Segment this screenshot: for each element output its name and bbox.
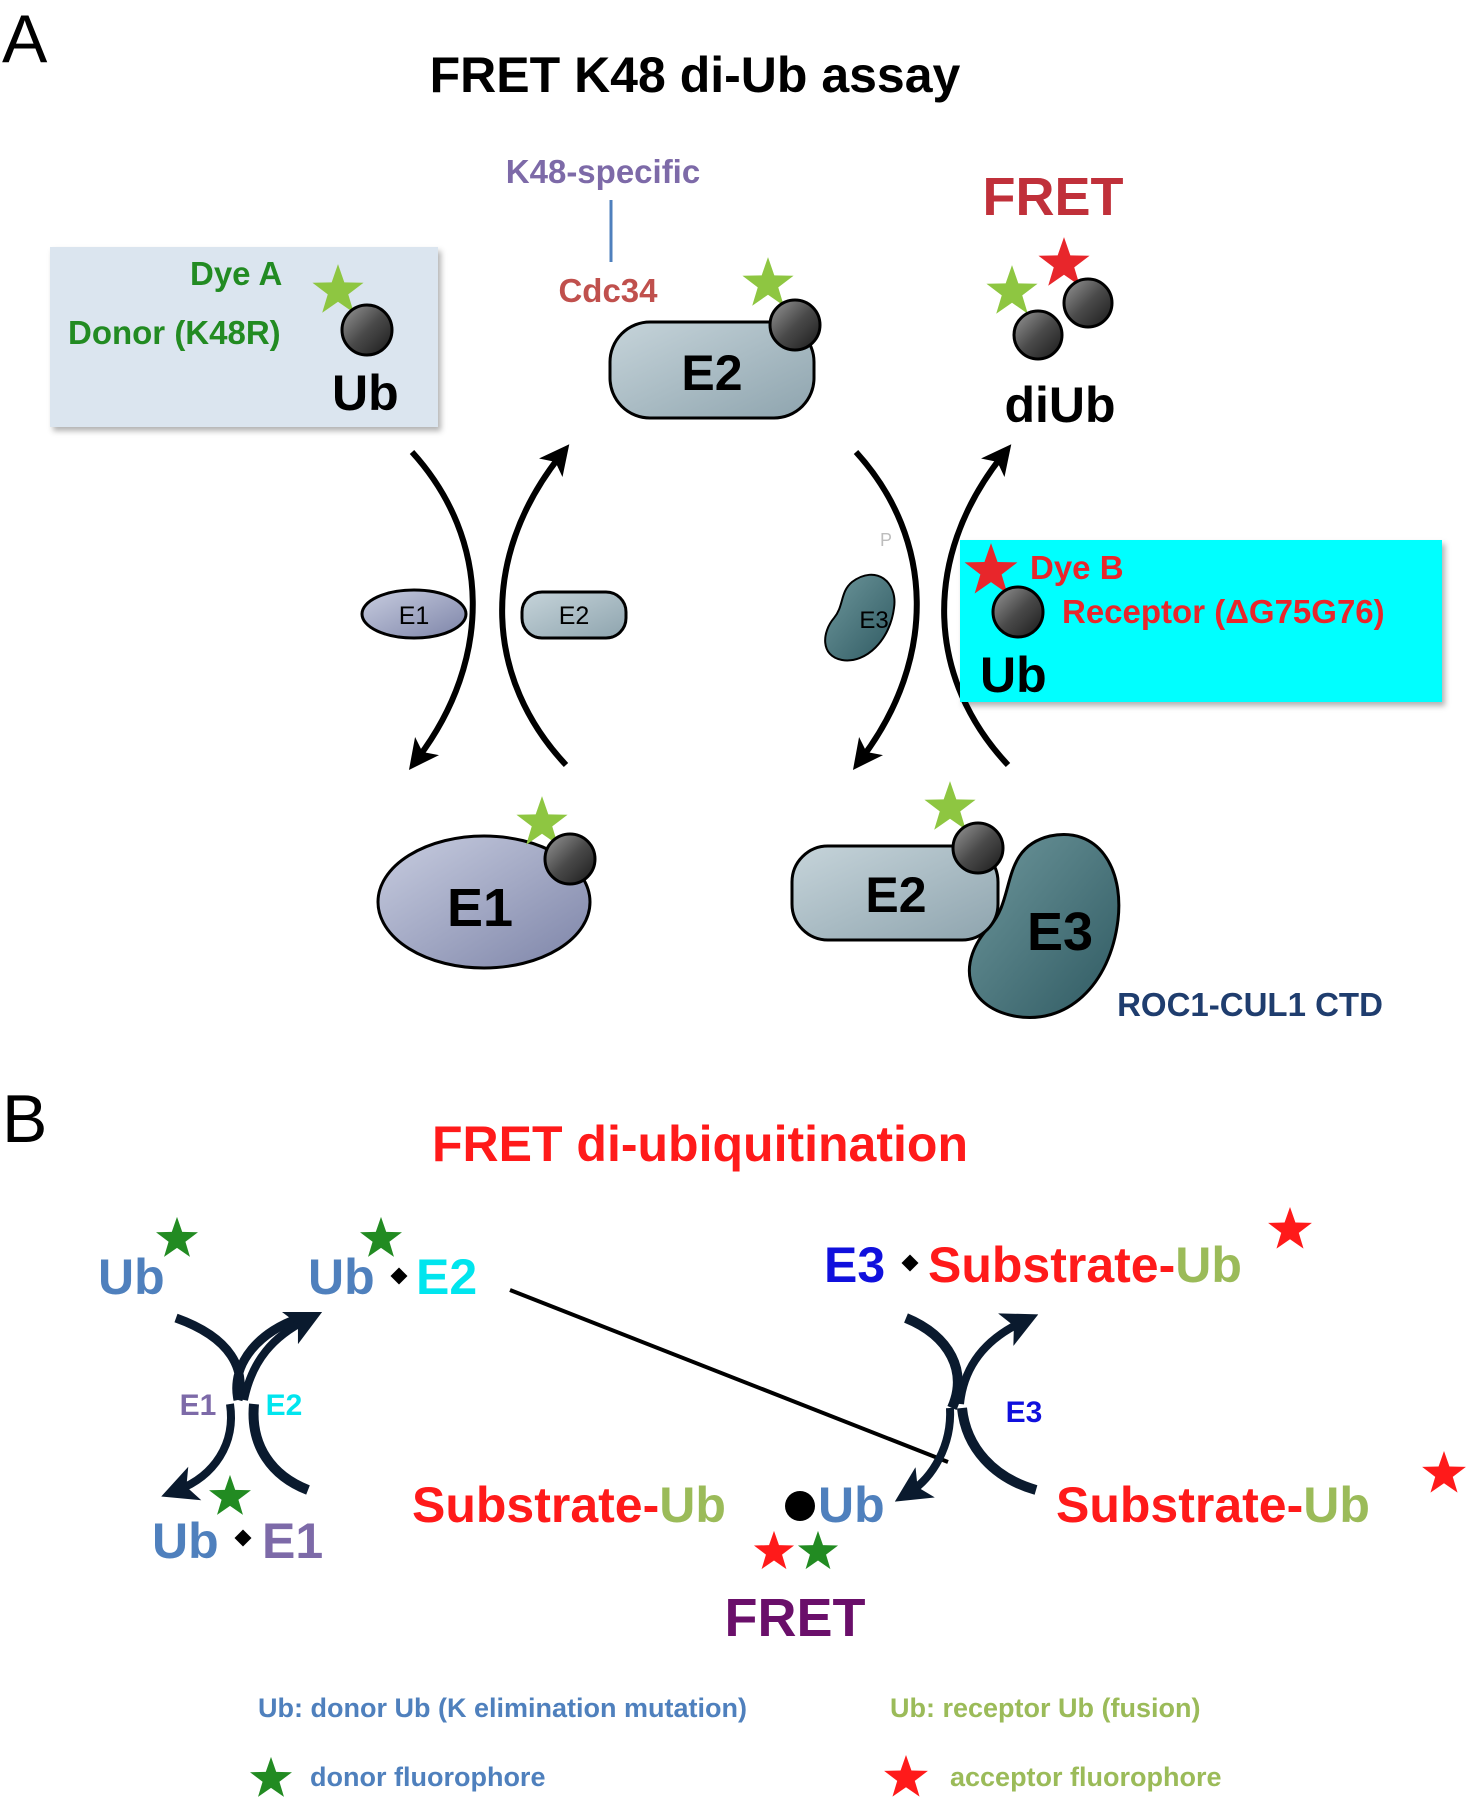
b-arrow-e3-in: [904, 1313, 963, 1411]
product-substrate: Substrate-Ub: [412, 1477, 726, 1533]
diub-donor-star: [986, 265, 1038, 314]
b-e2-label: E2: [266, 1389, 303, 1422]
arrow-e3-ligation: [852, 449, 920, 770]
cdc34-label: Cdc34: [558, 272, 658, 309]
panel-a-letter: A: [2, 1, 48, 77]
product-acceptor-star: [753, 1530, 795, 1570]
receptor-ub-label: Ub: [980, 647, 1047, 703]
diub-label: diUb: [1004, 377, 1115, 433]
legend-donor-ub: Ub: donor Ub (K elimination mutation): [258, 1693, 747, 1723]
legend-acceptor-star: [884, 1754, 928, 1797]
substrate-ub-right: Substrate-Ub: [1056, 1450, 1466, 1533]
small-e2-shape: [520, 590, 628, 640]
small-e1-shape: [360, 588, 468, 640]
donor-ub-box: Dye A Donor (K48R) Ub: [50, 247, 438, 427]
fret-top-label: FRET: [983, 167, 1124, 227]
e1-ub-complex: E1: [376, 796, 597, 970]
small-e2-label: E2: [559, 602, 590, 630]
diub-product: diUb: [986, 237, 1116, 433]
e2-top-ub-ball: [768, 298, 822, 352]
e2-top-label: E2: [681, 345, 742, 401]
ub-e2-bond: [390, 1267, 408, 1285]
b-fret-label: FRET: [725, 1588, 866, 1648]
panel-a-title: FRET K48 di-Ub assay: [430, 47, 961, 103]
e3-sub-bond: [901, 1254, 919, 1272]
arrow-e2-transfer: [499, 444, 570, 768]
dye-a-label: Dye A: [190, 255, 282, 292]
isopeptide-bond: [785, 1491, 815, 1521]
b-arrow-e3-down: [894, 1407, 955, 1502]
diub-substrate-product: Substrate-Ub Ub: [412, 1477, 885, 1570]
small-e3-label: E3: [859, 607, 888, 634]
donor-k48r-label: Donor (K48R): [68, 314, 281, 351]
b-arrow-e3-up: [956, 1313, 1039, 1405]
donor-ub-ball: [340, 303, 394, 357]
arrow-e1-charging: [408, 449, 476, 770]
ub-e2-ub: Ub: [308, 1249, 375, 1305]
product-donor-star: [797, 1530, 839, 1570]
ub-e1-bond: [234, 1529, 252, 1547]
e2-top-star: [742, 257, 794, 306]
ub-e1-star: [209, 1474, 251, 1515]
receptor-ub-box: Dye B Receptor (ΔG75G76) Ub: [960, 540, 1442, 703]
ub-e1-ub: Ub: [152, 1513, 219, 1569]
substrate-right-text: Substrate-Ub: [1056, 1477, 1370, 1533]
ub-e2-thioester: Ub E2: [308, 1216, 477, 1305]
substrate-right-star: [1422, 1450, 1466, 1493]
e2-to-e3-line: [509, 1288, 949, 1464]
e3-substrate-ub: E3 Substrate-Ub: [824, 1206, 1312, 1293]
b-arrow-e1-loading: [161, 1403, 235, 1501]
legend-receptor-ub: Ub: receptor Ub (fusion): [890, 1693, 1201, 1723]
e1-bottom-label: E1: [447, 878, 513, 938]
roc1-cul1-label: ROC1-CUL1 CTD: [1117, 986, 1383, 1023]
small-e1-label: E1: [399, 602, 430, 630]
e2-ub-top: E2: [608, 257, 822, 420]
b-arrow-ub-to-e2: [174, 1313, 302, 1402]
legend-donor-star: [250, 1756, 292, 1797]
b-arrow-e2-activation: [240, 1311, 323, 1401]
ub-free-label: Ub: [98, 1249, 165, 1305]
product-donor-ub: Ub: [818, 1477, 885, 1533]
ub-e2-e2: E2: [416, 1249, 477, 1305]
legend-donor-fluor: donor fluorophore: [310, 1762, 545, 1792]
e3-sub-substrate: Substrate-Ub: [928, 1237, 1242, 1293]
b-arrow-e1-return: [248, 1403, 310, 1495]
ub-e1-thioester: Ub E1: [152, 1474, 323, 1569]
e1-ub-ball: [543, 832, 597, 886]
panel-b-letter: B: [2, 1081, 47, 1157]
e2-e3-complex: E3 E2: [790, 781, 1121, 1019]
e2-bottom-star: [924, 781, 976, 830]
ub-e1-e1: E1: [262, 1513, 323, 1569]
legend-acceptor-fluor: acceptor fluorophore: [950, 1762, 1222, 1792]
receptor-ub-ball: [991, 585, 1045, 639]
dye-b-label: Dye B: [1030, 549, 1124, 586]
e3-bottom-label: E3: [1027, 902, 1093, 962]
b-e3-label: E3: [1006, 1396, 1043, 1429]
b-arrow-e3-right: [957, 1407, 1038, 1495]
e3-large-shape: [967, 833, 1121, 1019]
diub-ub-ball-2: [1012, 309, 1064, 361]
e2-bottom-label: E2: [865, 867, 926, 923]
donor-ub-label: Ub: [332, 365, 399, 421]
e2-bottom-ub-ball: [951, 821, 1005, 875]
small-e3-shape: [824, 573, 896, 662]
panel-b-title: FRET di-ubiquitination: [432, 1116, 968, 1172]
receptor-label: Receptor (ΔG75G76): [1062, 593, 1385, 630]
k48-specific-label: K48-specific: [506, 153, 700, 190]
e3-sub-star: [1268, 1206, 1312, 1249]
b-e1-label: E1: [180, 1389, 217, 1422]
diub-ub-ball-1: [1062, 277, 1114, 329]
phospho-tag: P: [880, 530, 892, 550]
arrow-diub-release: [941, 444, 1012, 768]
e3-sub-e3: E3: [824, 1237, 885, 1293]
